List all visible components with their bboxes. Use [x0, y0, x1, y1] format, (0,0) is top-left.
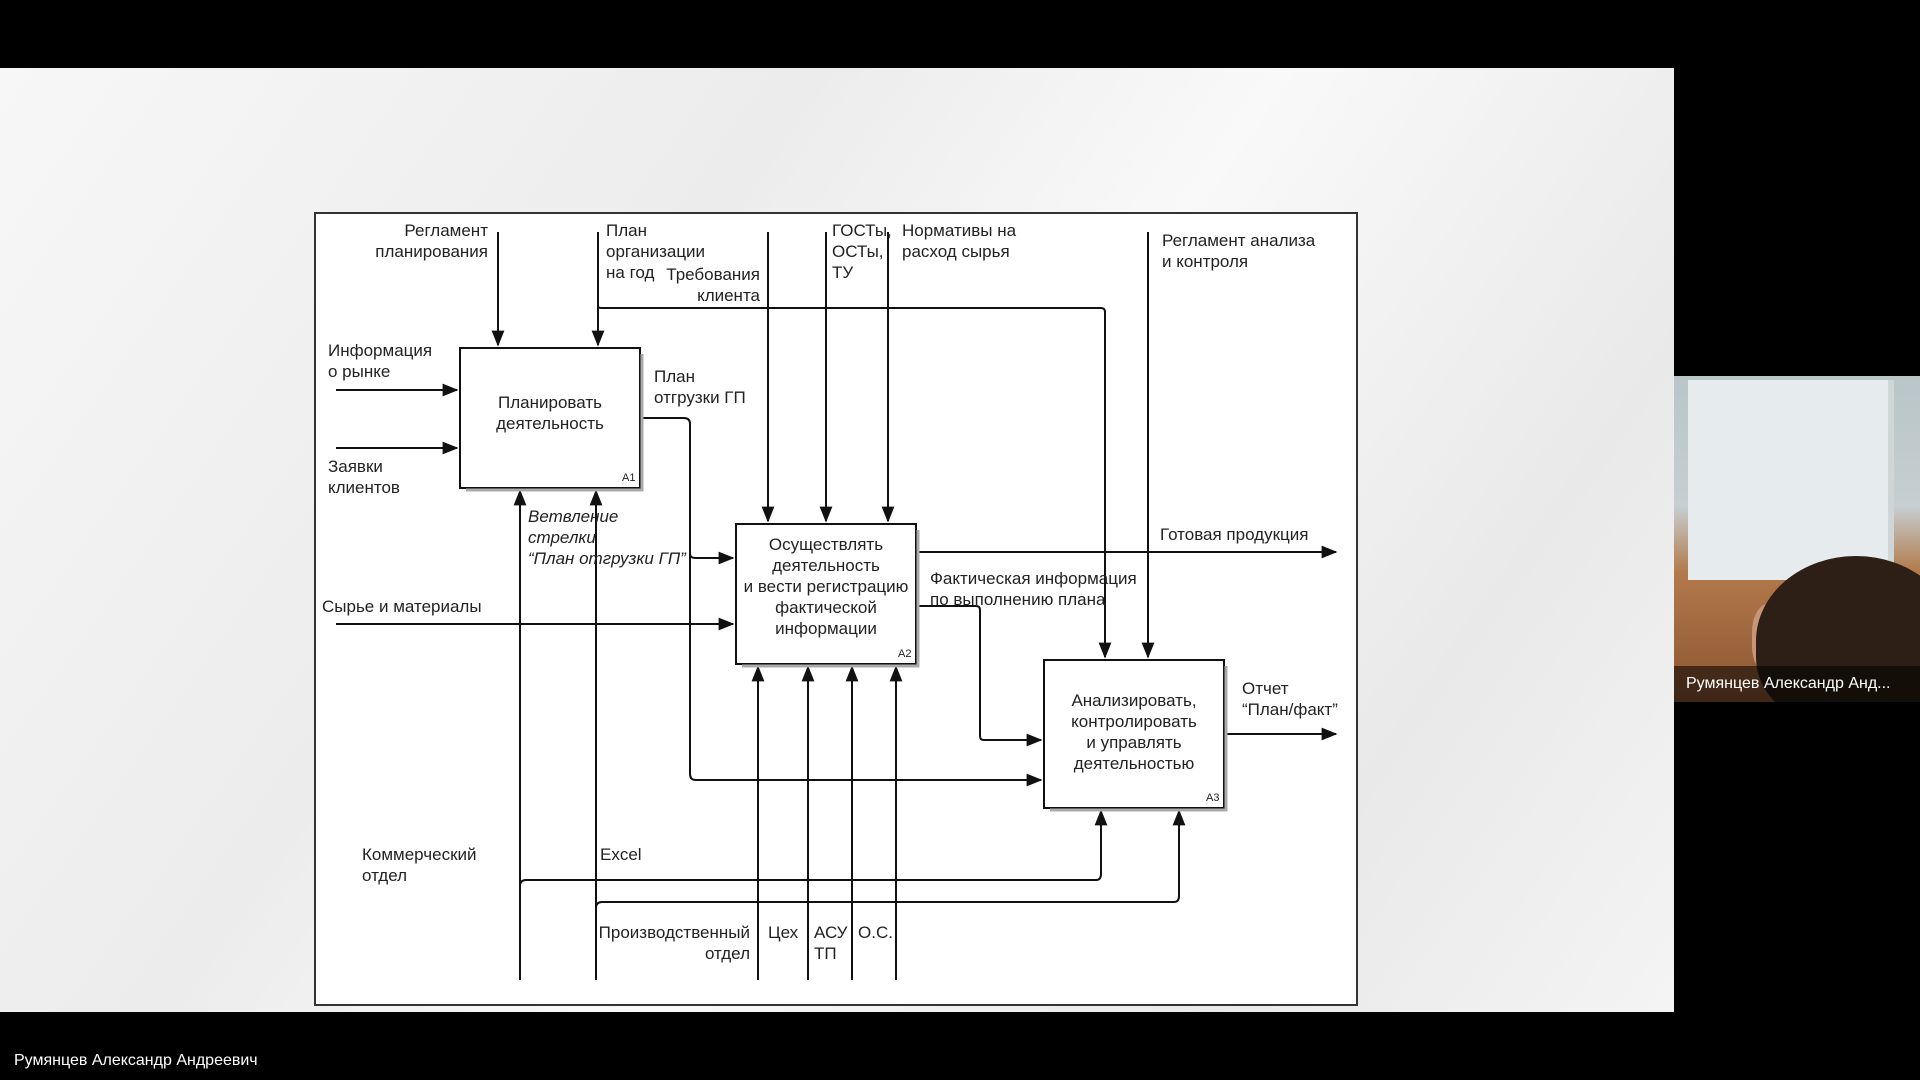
label-excel: Excel: [600, 845, 642, 864]
box-a1-title: Планировать деятельность: [496, 393, 604, 433]
label-gotovaya-produktsiya: Готовая продукция: [1160, 525, 1309, 544]
label-tsekh: Цех: [768, 923, 799, 942]
label-os: О.С.: [858, 923, 893, 942]
diagram-arrows: [336, 232, 1338, 980]
label-plan-otgruzki: План отгрузки ГП: [654, 367, 746, 407]
box-a2-title: Осуществлять деятельность и вести регист…: [743, 535, 909, 638]
box-a2-id: A2: [898, 648, 912, 660]
whiteboard-background: [1688, 380, 1894, 580]
label-trebovaniya-klienta: Требования клиента: [666, 265, 760, 305]
box-a2: [735, 523, 917, 665]
box-a1-id: A1: [622, 472, 636, 484]
participant-name-label: Румянцев Александр Анд...: [1674, 666, 1920, 702]
label-reglament-analiza: Регламент анализа и контроля: [1162, 231, 1316, 271]
label-proizvodstvenny-otdel: Производственный отдел: [598, 923, 750, 963]
label-fakticheskaya-info: Фактическая информация по выполнению пла…: [930, 569, 1137, 609]
box-a1: [459, 347, 641, 489]
label-branch-note: Ветвление стрелки “План отгрузки ГП”: [528, 507, 686, 568]
label-normativy: Нормативы на расход сырья: [902, 221, 1017, 261]
box-a3-title: Анализировать, контролировать и управлят…: [1071, 691, 1197, 773]
box-a3-id: A3: [1206, 792, 1220, 804]
label-syrye: Сырье и материалы: [322, 597, 482, 616]
participant-video-tile[interactable]: Румянцев Александр Анд...: [1674, 376, 1920, 702]
label-reglament-planirovaniya: Регламент планирования: [375, 221, 488, 261]
idef0-diagram: Планировать деятельность A1 Осуществлять…: [314, 212, 1358, 1006]
label-gosty: ГОСТы, ОСТы, ТУ: [832, 221, 892, 282]
presenter-name-label: Румянцев Александр Андреевич: [14, 1052, 258, 1069]
box-a3: [1043, 659, 1225, 809]
shared-slide: Планировать деятельность A1 Осуществлять…: [0, 68, 1674, 1012]
label-kommercheskiy-otdel: Коммерческий отдел: [362, 845, 477, 885]
label-info-rynok: Информация о рынке: [328, 341, 433, 381]
label-zayavki: Заявки клиентов: [328, 457, 400, 497]
label-plan-organizatsii: План организации на год: [606, 221, 706, 282]
label-asu-tp: АСУ ТП: [814, 923, 848, 963]
label-otchet: Отчет “План/факт”: [1242, 679, 1338, 719]
